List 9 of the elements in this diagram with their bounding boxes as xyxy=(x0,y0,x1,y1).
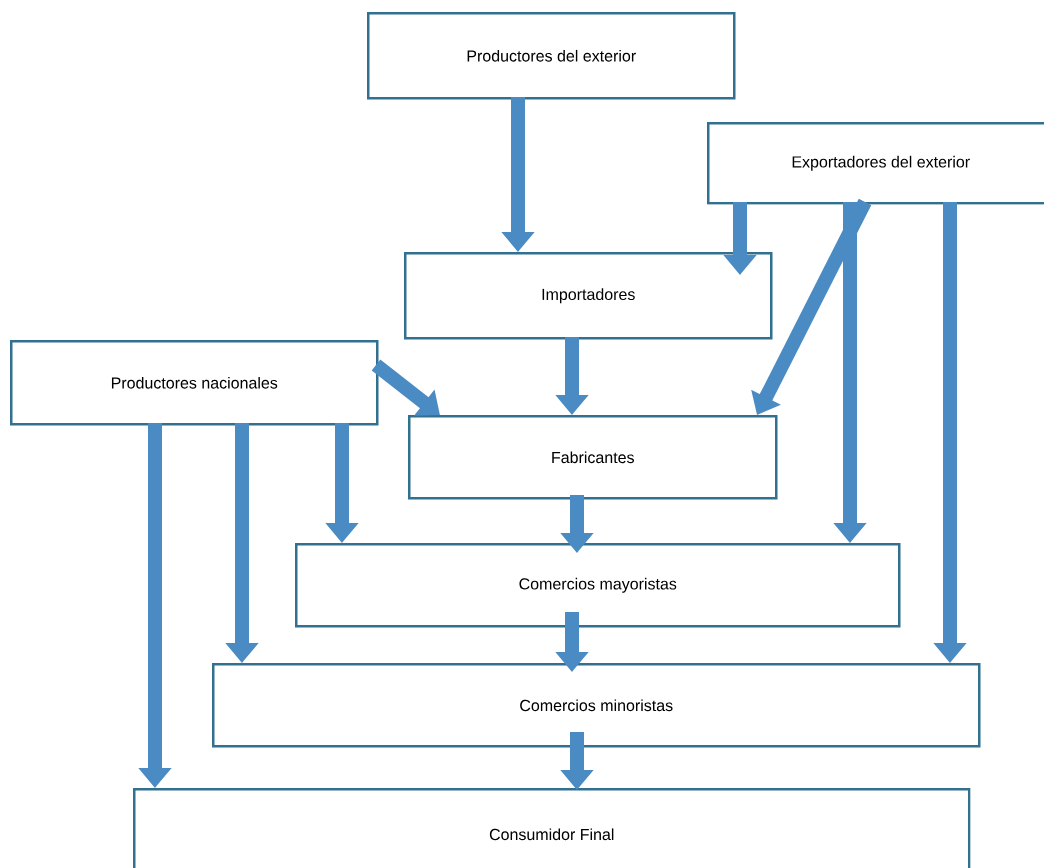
process-box: Fabricantes xyxy=(408,415,778,500)
process-box: Comercios mayoristas xyxy=(295,543,901,628)
arrow xyxy=(371,359,440,416)
process-box: Importadores xyxy=(404,252,773,340)
process-box: Productores del exterior xyxy=(367,12,736,100)
process-box: Consumidor Final xyxy=(133,788,971,868)
process-box: Productores nacionales xyxy=(10,340,379,426)
process-box: Exportadores del exterior xyxy=(707,122,1044,205)
process-box: Comercios minoristas xyxy=(212,663,981,748)
